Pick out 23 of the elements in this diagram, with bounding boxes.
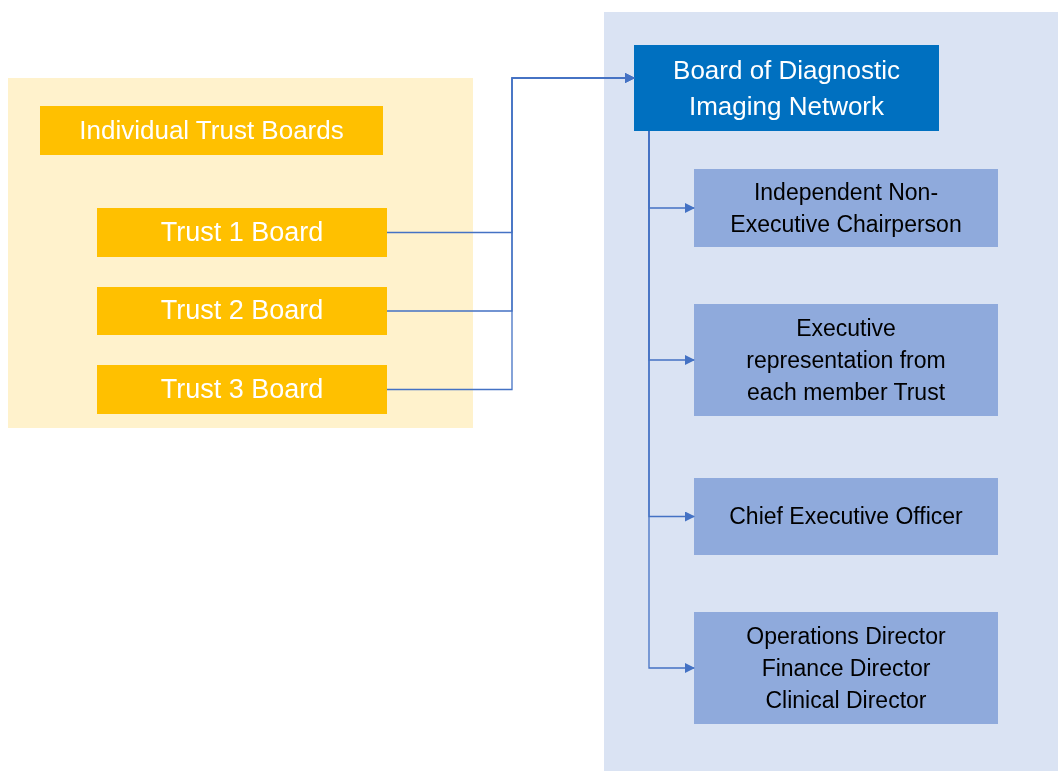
box-label: Individual Trust Boards (79, 114, 344, 148)
org-box (97, 208, 387, 257)
box-label: Trust 2 Board (160, 294, 324, 328)
box-label: Trust 1 Board (160, 215, 324, 249)
org-box (97, 287, 387, 335)
box-label: Finance Director (761, 653, 931, 683)
org-box (694, 169, 998, 247)
panel-background (8, 78, 473, 428)
org-box (694, 478, 998, 555)
org-box (97, 365, 387, 414)
connector-arrow (386, 73, 635, 391)
box-label: Trust 3 Board (160, 372, 324, 406)
box-label: Independent Non-Executive Chairperson (729, 177, 963, 239)
box-label: Chief Executive Officer (729, 502, 963, 532)
box-label: Executive representation from each member Trust (745, 313, 947, 408)
box-label: Clinical Director (765, 686, 927, 716)
org-box (694, 304, 998, 416)
org-box (634, 45, 939, 131)
box-label: Board of Diagnostic Imaging Network (672, 53, 901, 123)
box-label: Operations Director (746, 621, 946, 651)
org-box (40, 106, 383, 155)
panel-background (604, 12, 1058, 771)
org-box (694, 612, 998, 724)
